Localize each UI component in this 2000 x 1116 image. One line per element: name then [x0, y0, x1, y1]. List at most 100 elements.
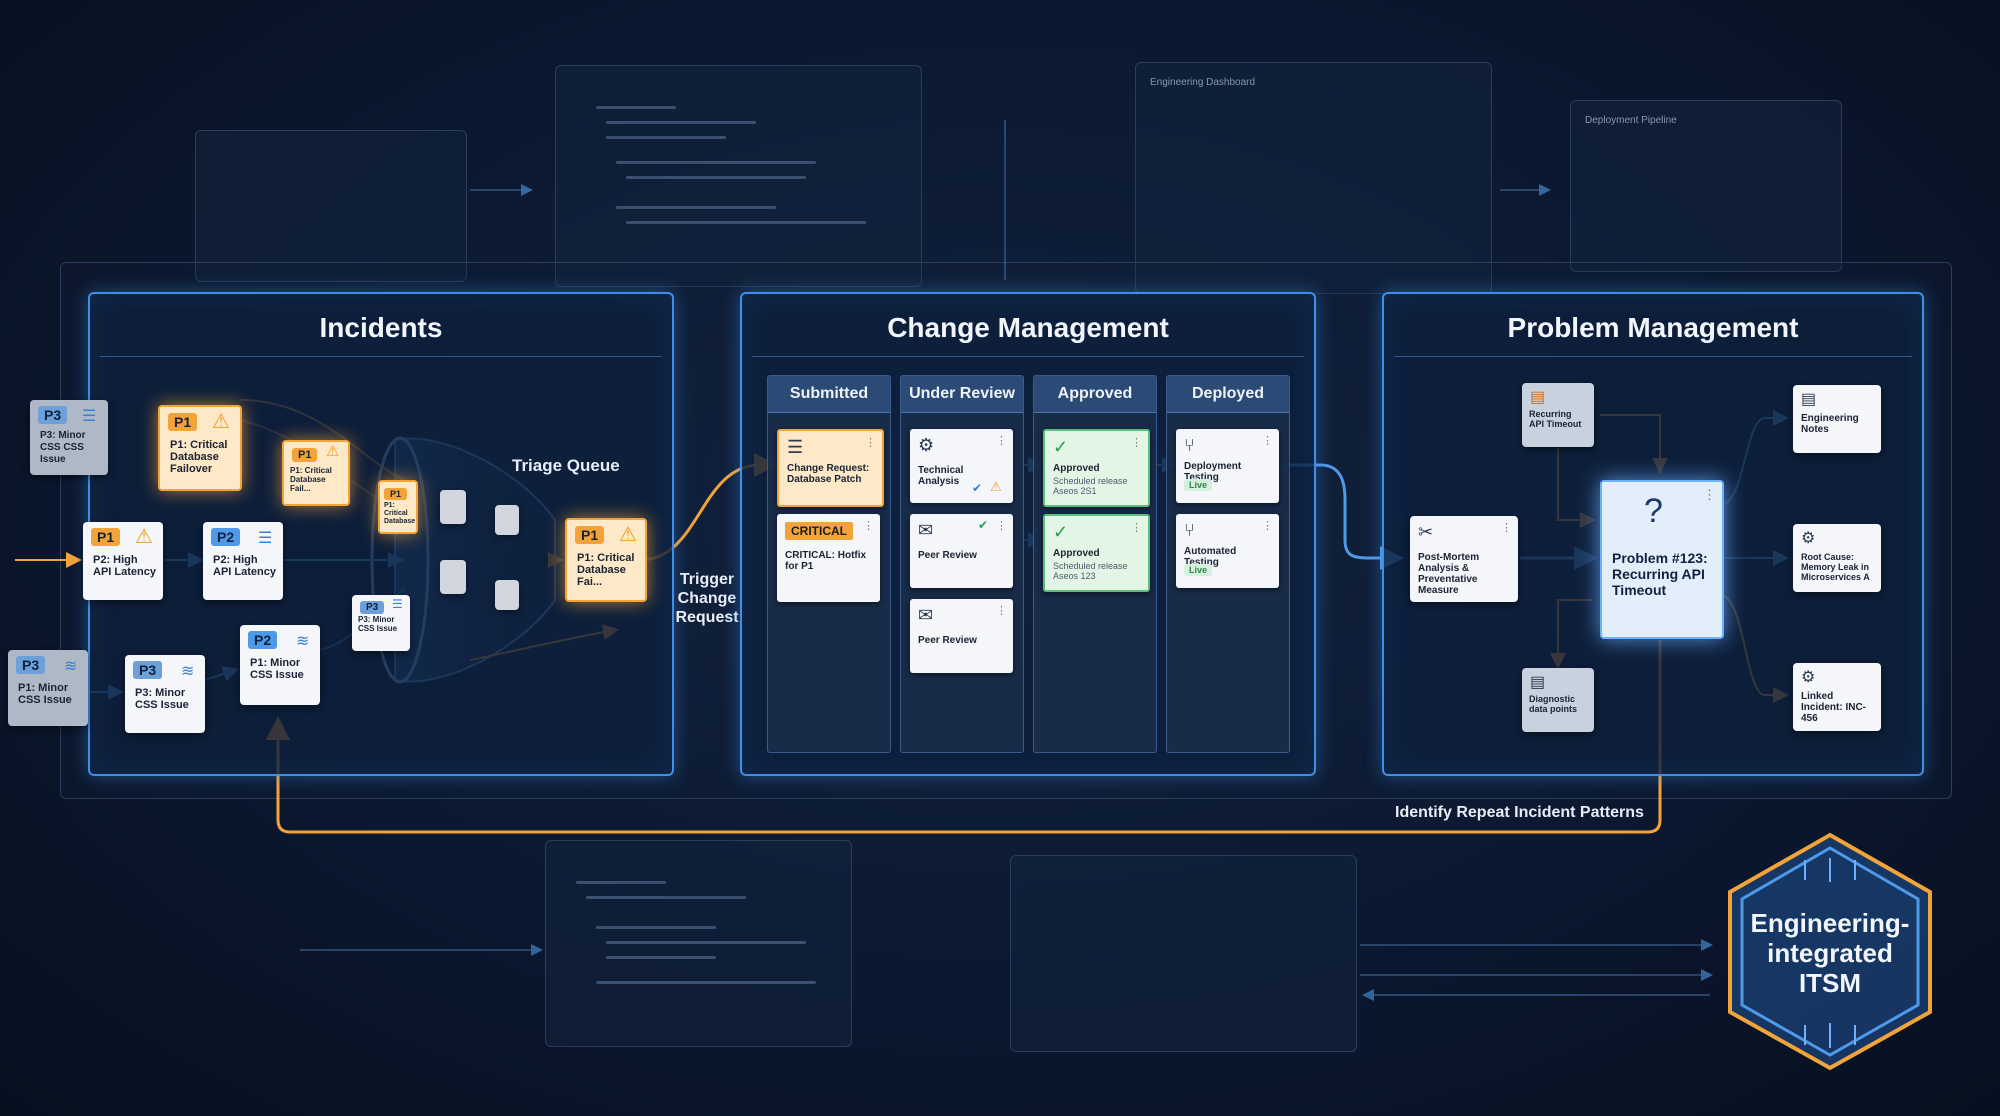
- priority-badge: P3: [133, 661, 163, 679]
- itsm-badge-title: Engineering-integrated ITSM: [1750, 908, 1910, 998]
- branch-icon: ⑂: [1184, 435, 1195, 455]
- problem-node-text: Root Cause: Memory Leak in Microservices…: [1801, 552, 1870, 582]
- incident-card[interactable]: P1 P1: Critical Database: [378, 480, 418, 534]
- incident-card-text: P1: Critical Database: [384, 502, 416, 525]
- change-card[interactable]: ✓ ⋮ Approved Scheduled release Aseos 123: [1043, 514, 1150, 592]
- column-header: Approved: [1034, 376, 1156, 413]
- problem-node-text: Engineering Notes: [1801, 413, 1859, 435]
- ghost-pipeline-title: Deployment Pipeline: [1585, 115, 1677, 126]
- problem-node-recurring[interactable]: ▤ Recurring API Timeout: [1522, 383, 1594, 447]
- incident-card-text: P2: High API Latency: [93, 554, 156, 578]
- change-card[interactable]: ⑂ ⋮ Automated Testing Live: [1176, 514, 1279, 588]
- incident-card[interactable]: P2 ≋ P1: Minor CSS Issue: [240, 625, 320, 705]
- ghost-deployment-pipeline: Deployment Pipeline: [1570, 100, 1842, 272]
- more-icon[interactable]: ⋮: [865, 437, 876, 449]
- ghost-code-editor-top: [555, 65, 922, 287]
- more-icon[interactable]: ⋮: [1131, 522, 1142, 534]
- warning-icon: ⚠: [212, 411, 230, 433]
- problem-node-diagnostic[interactable]: ▤ Diagnostic data points: [1522, 668, 1594, 732]
- change-card-text: Approved: [1053, 463, 1100, 474]
- incident-card-text: P3: Minor CSS Issue: [358, 615, 398, 633]
- incident-card-text: P1: Critical Database Fai...: [577, 552, 635, 588]
- incident-card-text: P2: High API Latency: [213, 554, 276, 578]
- problem-center-card[interactable]: ? ⋮ Problem #123: Recurring API Timeout: [1600, 480, 1724, 639]
- change-card[interactable]: ✉ ⋮ Peer Review: [910, 599, 1013, 673]
- incident-card-highlighted[interactable]: P1 ⚠ P1: Critical Database Fai...: [565, 518, 647, 602]
- change-card[interactable]: ✓ ⋮ Approved Scheduled release Aseos 2S1: [1043, 429, 1150, 507]
- change-management-title: Change Management: [887, 312, 1169, 343]
- chat-icon: ✉: [918, 520, 934, 540]
- live-status-badge: Live: [1184, 479, 1213, 491]
- incident-card[interactable]: P3 ☰ P3: Minor CSS Issue: [352, 595, 410, 651]
- incident-card[interactable]: P1 ⚠ P1: Critical Database Failover: [158, 405, 242, 491]
- incident-card[interactable]: P3 ≋ P3: Minor CSS Issue: [125, 655, 205, 733]
- problem-center-text: Problem #123: Recurring API Timeout: [1612, 550, 1708, 598]
- change-card-text: Technical Analysis: [918, 465, 964, 487]
- problem-management-title: Problem Management: [1507, 312, 1799, 343]
- triage-queue-label: Triage Queue: [512, 456, 620, 475]
- incident-card[interactable]: P1 ⚠ P2: High API Latency: [83, 522, 163, 600]
- change-card-text: CRITICAL: Hotfix for P1: [785, 550, 867, 572]
- incident-card-text: P1: Critical Database Fail...: [290, 466, 332, 493]
- document-icon: ▤: [1530, 674, 1546, 691]
- change-card-text: Peer Review: [918, 635, 977, 646]
- problem-node-text: Linked Incident: INC-456: [1801, 691, 1866, 724]
- change-card[interactable]: ☰ ⋮ Change Request: Database Patch: [777, 429, 884, 507]
- more-icon[interactable]: ⋮: [996, 435, 1007, 447]
- warning-icon: ⚠: [326, 443, 340, 460]
- priority-badge: P1: [292, 448, 318, 462]
- more-icon[interactable]: ⋮: [1131, 437, 1142, 449]
- more-icon[interactable]: ⋮: [1262, 435, 1273, 447]
- chat-icon: ✉: [918, 605, 934, 625]
- priority-badge: P2: [248, 631, 278, 649]
- critical-tag: CRITICAL: [785, 522, 853, 540]
- change-card[interactable]: CRITICAL ⋮ CRITICAL: Hotfix for P1: [777, 514, 880, 602]
- change-card[interactable]: ⚙ ⋮ Technical Analysis ✔ ⚠: [910, 429, 1013, 503]
- gear-icon: ⚙: [918, 435, 935, 455]
- itsm-hexagon: [1728, 832, 1932, 1071]
- column-header: Under Review: [901, 376, 1023, 413]
- problem-node-root-cause[interactable]: ⚙ Root Cause: Memory Leak in Microservic…: [1793, 524, 1881, 592]
- incident-card[interactable]: P3 ☰ P3: Minor CSS CSS Issue: [30, 400, 108, 475]
- more-icon[interactable]: ⋮: [996, 520, 1007, 532]
- funnel-card: [495, 580, 519, 610]
- more-icon[interactable]: ⋮: [1262, 520, 1273, 532]
- priority-badge: P1: [384, 488, 408, 500]
- gear-icon: ⚙: [1801, 669, 1816, 686]
- priority-badge: P2: [211, 528, 241, 546]
- incidents-title: Incidents: [319, 312, 443, 343]
- more-icon[interactable]: ⋮: [1703, 487, 1716, 502]
- problem-node-postmortem[interactable]: ✂ ⋮ Post-Mortem Analysis & Preventative …: [1410, 516, 1518, 602]
- funnel-card: [440, 490, 466, 524]
- incident-card[interactable]: P3 ≋ P1: Minor CSS Issue: [8, 650, 88, 726]
- check-circle-icon: ✓: [1053, 437, 1069, 457]
- wifi-icon: ≋: [296, 633, 310, 650]
- more-icon[interactable]: ⋮: [863, 520, 874, 532]
- repeat-patterns-label: Identify Repeat Incident Patterns: [1395, 804, 1644, 821]
- change-card-text: Approved: [1053, 548, 1100, 559]
- column-deployed: Deployed ⑂ ⋮ Deployment Testing Live ⑂ ⋮…: [1166, 375, 1290, 753]
- problem-node-linked[interactable]: ⚙ Linked Incident: INC-456: [1793, 663, 1881, 731]
- change-card-text: Automated Testing: [1184, 546, 1237, 568]
- priority-badge: P3: [16, 656, 46, 674]
- column-header: Submitted: [768, 376, 890, 413]
- column-under-review: Under Review ⚙ ⋮ Technical Analysis ✔ ⚠ …: [900, 375, 1024, 753]
- incident-card[interactable]: P1 ⚠ P1: Critical Database Fail...: [282, 440, 350, 506]
- warning-icon: ⚠: [990, 479, 1002, 494]
- database-icon: ☰: [258, 530, 273, 547]
- live-status-badge: Live: [1184, 564, 1213, 576]
- incident-card-text: P3: Minor CSS Issue: [135, 687, 189, 711]
- priority-badge: P1: [575, 526, 605, 544]
- change-card-subtext: Scheduled release Aseos 2S1: [1053, 476, 1128, 496]
- change-card[interactable]: ✉ ⋮ ✔ Peer Review: [910, 514, 1013, 588]
- ghost-dashboard-bottom: [1010, 855, 1357, 1052]
- change-card-subtext: Scheduled release Aseos 123: [1053, 561, 1128, 581]
- incident-card-text: P1: Minor CSS Issue: [18, 682, 72, 706]
- change-card[interactable]: ⑂ ⋮ Deployment Testing Live: [1176, 429, 1279, 503]
- problem-node-text: Recurring API Timeout: [1529, 409, 1582, 429]
- more-icon[interactable]: ⋮: [996, 605, 1007, 617]
- more-icon[interactable]: ⋮: [1501, 522, 1512, 534]
- wifi-icon: ≋: [181, 663, 195, 680]
- problem-node-notes[interactable]: ▤ Engineering Notes: [1793, 385, 1881, 453]
- incident-card[interactable]: P2 ☰ P2: High API Latency: [203, 522, 283, 600]
